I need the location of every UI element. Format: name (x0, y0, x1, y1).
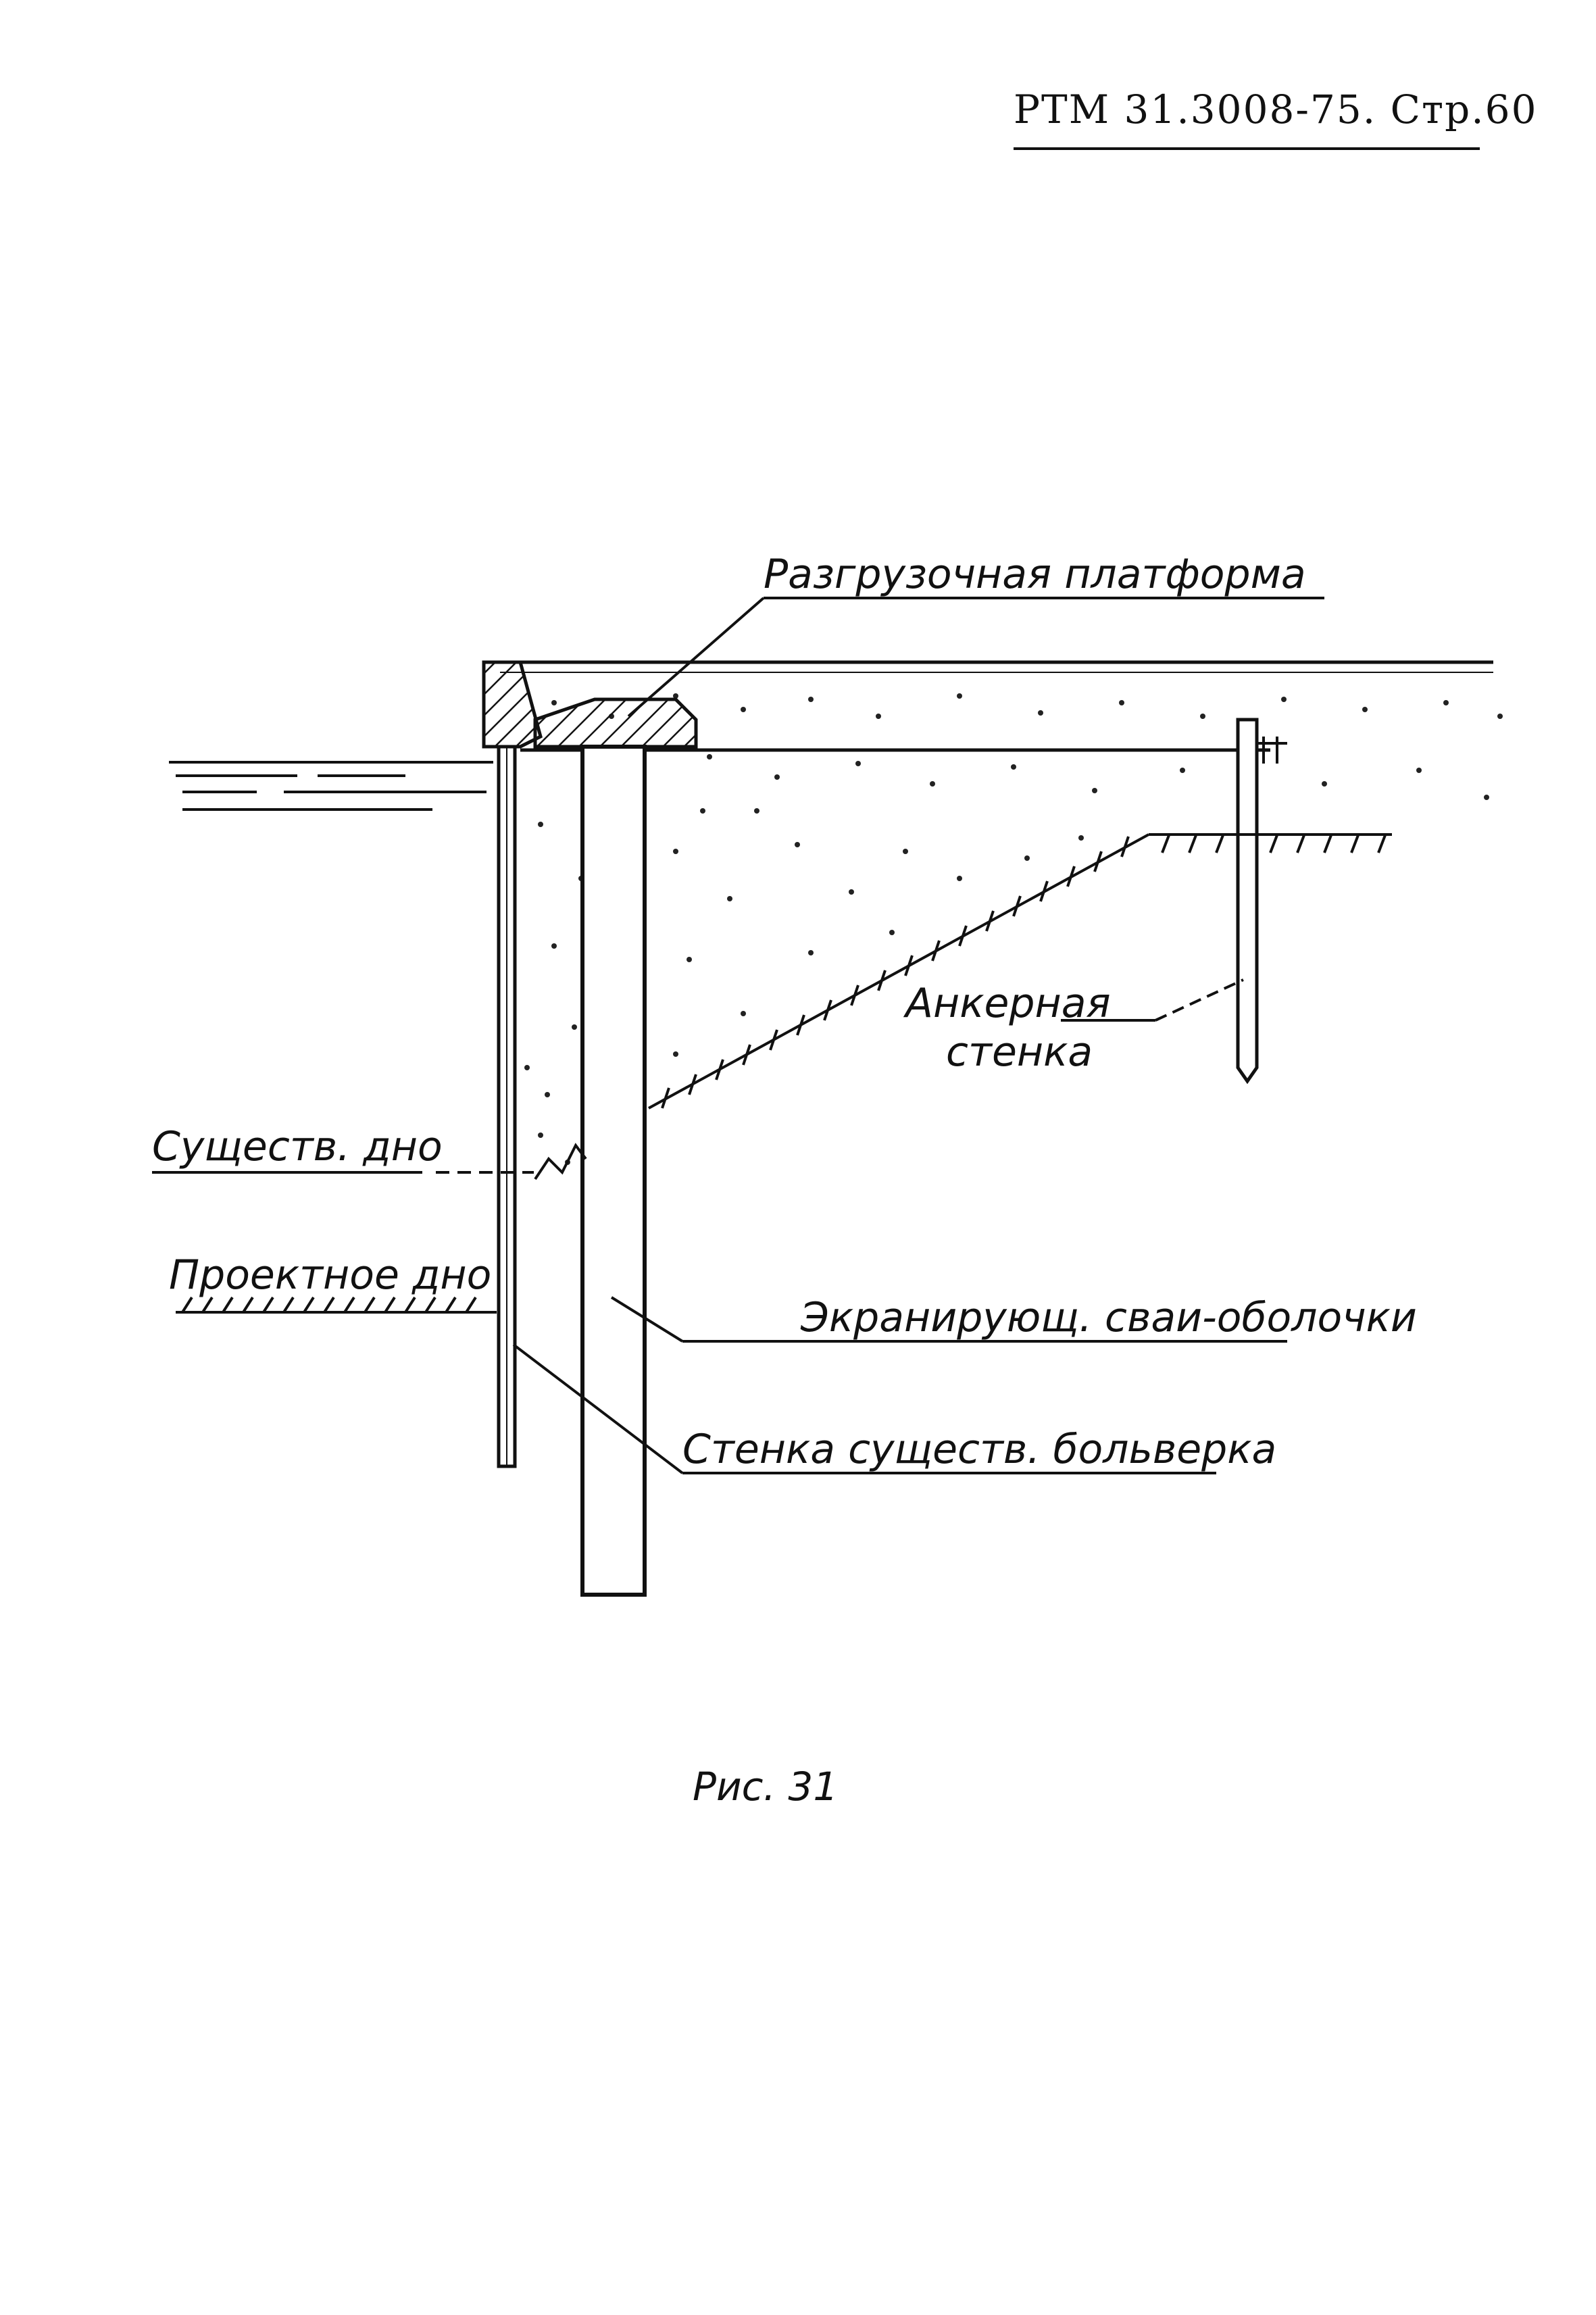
shell-pile (580, 745, 647, 1597)
label-anchor-wall-line1: Анкерная (905, 980, 1111, 1027)
water-surface (169, 761, 493, 811)
existing-bulkhead-wall (497, 745, 517, 1468)
existing-bottom-mark (534, 1143, 587, 1180)
document-reference: РТМ 31.3008-75. Стр.60 (1014, 86, 1537, 150)
unloading-platform (533, 697, 698, 749)
quay-wall-cap (482, 660, 543, 749)
label-existing-bottom: Существ. дно (152, 1123, 443, 1170)
label-shell-piles: Экранирующ. сваи-оболочки (801, 1294, 1417, 1341)
design-bottom-line (176, 1296, 497, 1314)
leader-lines (152, 597, 1324, 1474)
figure-caption: Рис. 31 (693, 1764, 839, 1810)
label-unloading-platform: Разгрузочная платформа (764, 551, 1306, 598)
backfill-sand-dots (524, 693, 1503, 1165)
label-anchor-wall-line2: стенка (946, 1028, 1093, 1076)
label-design-bottom: Проектное дно (169, 1251, 492, 1299)
natural-slope (648, 833, 1392, 1110)
label-bulkhead-wall: Стенка существ. больверка (682, 1426, 1277, 1473)
anchor-wall (1236, 718, 1259, 1085)
